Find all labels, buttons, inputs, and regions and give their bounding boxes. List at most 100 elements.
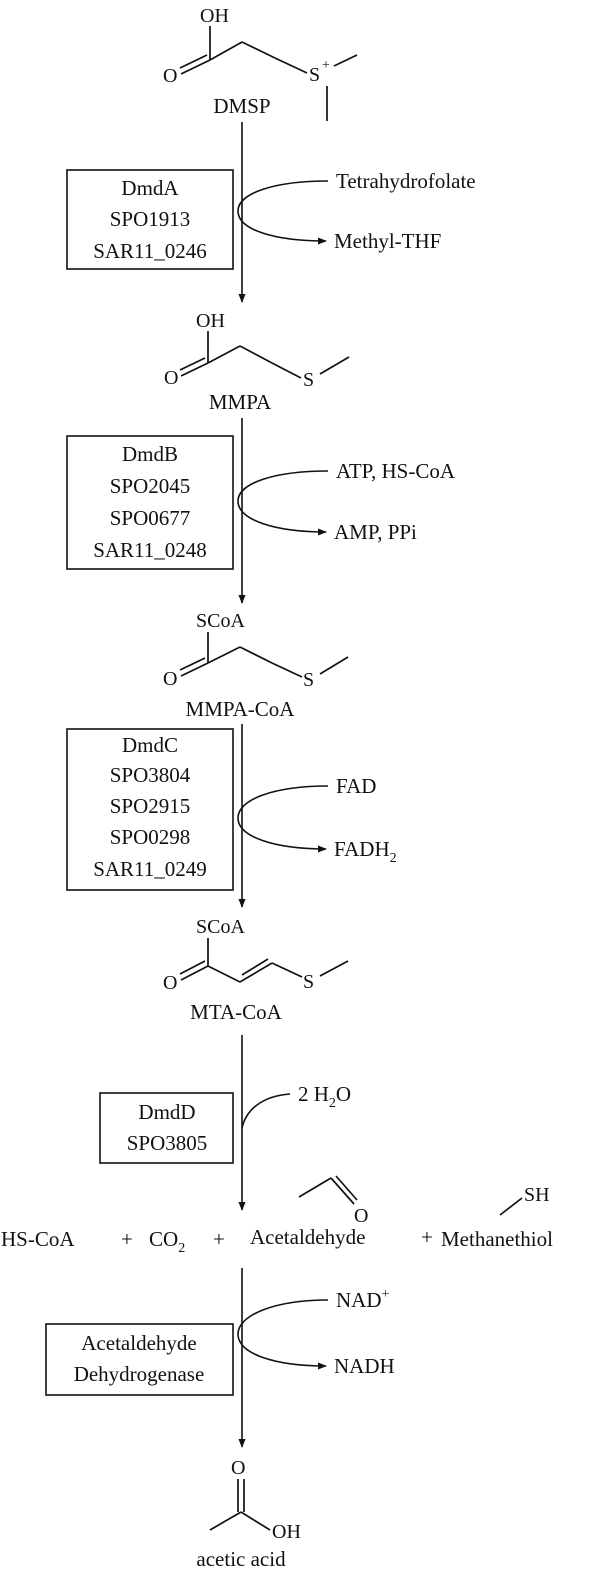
enzyme-box-frame bbox=[66, 169, 234, 270]
dmsp-bond bbox=[274, 57, 308, 74]
enzyme-label: SAR11_0249 bbox=[93, 857, 207, 881]
mmpa-coa-o-label: O bbox=[163, 668, 177, 690]
mta-coa-double-bond bbox=[179, 960, 206, 975]
enzyme-label: Dehydrogenase bbox=[74, 1362, 205, 1386]
mmpa-coa-bond bbox=[271, 662, 303, 678]
mmpa-structure: OH O S MMPA bbox=[164, 310, 350, 414]
mmpa-bond bbox=[271, 362, 302, 379]
cofactor-input-step4-base: 2 H bbox=[298, 1082, 329, 1106]
acetic-acid-bond bbox=[240, 1511, 271, 1531]
dmsp-bond bbox=[180, 59, 211, 75]
dmsp-s-label: S bbox=[309, 64, 320, 86]
enzyme-box-dmdb: DmdB SPO2045 SPO0677 SAR11_0248 bbox=[66, 435, 234, 570]
mta-coa-bond bbox=[180, 965, 209, 981]
enzyme-label: SPO2045 bbox=[110, 474, 191, 498]
mta-coa-name: MTA-CoA bbox=[190, 1000, 282, 1024]
plus-sign: + bbox=[421, 1225, 433, 1249]
enzyme-label: SPO0298 bbox=[110, 825, 191, 849]
enzyme-label: SAR11_0246 bbox=[93, 239, 207, 263]
enzyme-box-dmdd: DmdD SPO3805 bbox=[99, 1092, 234, 1164]
enzyme-label: SPO2915 bbox=[110, 794, 191, 818]
enzyme-label: Acetaldehyde bbox=[81, 1331, 196, 1355]
enzyme-box-dmda: DmdA SPO1913 SAR11_0246 bbox=[66, 169, 234, 270]
acetic-acid-oh-label: OH bbox=[272, 1521, 301, 1543]
acetaldehyde-structure: O bbox=[298, 1175, 368, 1227]
cofactor-arrow-step4 bbox=[241, 1093, 291, 1129]
product-co2-subscript: 2 bbox=[178, 1241, 185, 1256]
cofactor-output-step2: AMP, PPi bbox=[334, 520, 417, 544]
dmsp-structure: OH O S + DMSP bbox=[163, 5, 358, 121]
acetic-acid-bond bbox=[209, 1511, 242, 1531]
cofactor-input-step1: Tetrahydrofolate bbox=[336, 169, 476, 193]
cofactor-input-step5: NAD+ bbox=[336, 1287, 390, 1312]
mmpa-bond bbox=[319, 356, 350, 375]
mta-coa-structure: SCoA O S MTA-CoA bbox=[163, 916, 349, 1024]
mta-coa-o-label: O bbox=[163, 972, 177, 994]
enzyme-label: SPO0677 bbox=[110, 506, 191, 530]
dmsp-bond bbox=[209, 41, 243, 61]
mta-coa-bond bbox=[271, 962, 303, 978]
cofactor-arrow-step1 bbox=[237, 180, 329, 245]
plus-sign: + bbox=[121, 1227, 133, 1251]
dmsp-oh-label: OH bbox=[200, 5, 229, 27]
mmpa-coa-structure: SCoA O S MMPA-CoA bbox=[163, 610, 349, 721]
enzyme-label: SAR11_0248 bbox=[93, 538, 207, 562]
cofactor-arrow-step2 bbox=[237, 470, 329, 536]
enzyme-box-frame bbox=[66, 435, 234, 570]
mta-coa-s-label: S bbox=[303, 971, 314, 993]
dmsp-charge-label: + bbox=[322, 58, 330, 73]
cofactor-arrow-step3 bbox=[237, 785, 329, 853]
enzyme-box-frame bbox=[66, 728, 234, 891]
acetaldehyde-double-bond bbox=[335, 1175, 358, 1201]
mmpa-s-label: S bbox=[303, 369, 314, 391]
mmpa-oh-label: OH bbox=[196, 310, 225, 332]
cofactor-input-step4-subscript: 2 bbox=[329, 1096, 336, 1111]
mmpa-coa-double-bond bbox=[179, 657, 206, 671]
mmpa-coa-scoa-label: SCoA bbox=[196, 610, 245, 632]
enzyme-box-frame bbox=[99, 1092, 234, 1164]
cofactor-input-step3: FAD bbox=[336, 774, 376, 798]
cofactor-output-step3-base: FADH bbox=[334, 837, 390, 861]
mta-coa-bond bbox=[239, 962, 273, 983]
mmpa-bond bbox=[207, 345, 241, 364]
enzyme-label: SPO1913 bbox=[110, 207, 191, 231]
methanethiol-structure: SH bbox=[499, 1184, 550, 1216]
mmpa-coa-bond bbox=[239, 646, 273, 664]
enzyme-box-acetaldehyde-dehydrogenase: Acetaldehyde Dehydrogenase bbox=[45, 1323, 234, 1396]
mmpa-o-label: O bbox=[164, 367, 178, 389]
mmpa-coa-s-label: S bbox=[303, 669, 314, 691]
cofactor-input-step5-superscript: + bbox=[382, 1287, 390, 1302]
cofactor-input-step2: ATP, HS-CoA bbox=[336, 459, 456, 483]
acetaldehyde-o-label: O bbox=[354, 1205, 368, 1227]
product-co2: CO2 bbox=[149, 1227, 185, 1256]
mta-coa-double-bond bbox=[241, 958, 269, 976]
cofactor-output-step5: NADH bbox=[334, 1354, 395, 1378]
dmsp-double-bond bbox=[179, 54, 208, 69]
cofactor-input-step4: 2 H2O bbox=[298, 1082, 351, 1111]
mmpa-coa-bond bbox=[180, 662, 209, 677]
acetic-acid-name: acetic acid bbox=[196, 1547, 286, 1571]
dmsp-name: DMSP bbox=[213, 94, 270, 118]
enzyme-label: DmdB bbox=[122, 442, 178, 466]
acetaldehyde-bond bbox=[330, 1177, 355, 1205]
mta-coa-bond bbox=[207, 965, 241, 983]
mmpa-coa-bond bbox=[207, 646, 241, 664]
cofactor-output-step1: Methyl-THF bbox=[334, 229, 441, 253]
dmsp-o-label: O bbox=[163, 65, 177, 87]
product-hscoa: HS-CoA bbox=[1, 1227, 75, 1251]
enzyme-box-frame bbox=[45, 1323, 234, 1396]
mmpa-bond bbox=[180, 362, 209, 377]
product-co2-base: CO bbox=[149, 1227, 178, 1251]
acetaldehyde-bond bbox=[298, 1177, 332, 1198]
product-acetaldehyde: Acetaldehyde bbox=[250, 1225, 365, 1249]
mmpa-name: MMPA bbox=[209, 390, 272, 414]
product-methanethiol: Methanethiol bbox=[441, 1227, 553, 1251]
enzyme-label: SPO3805 bbox=[127, 1131, 208, 1155]
enzyme-label: DmdA bbox=[121, 176, 179, 200]
cofactor-arrow-step5 bbox=[237, 1299, 329, 1370]
mmpa-bond bbox=[239, 345, 273, 364]
enzyme-label: SPO3804 bbox=[110, 763, 191, 787]
enzyme-box-dmdc: DmdC SPO3804 SPO2915 SPO0298 SAR11_0249 bbox=[66, 728, 234, 891]
mta-coa-scoa-label: SCoA bbox=[196, 916, 245, 938]
